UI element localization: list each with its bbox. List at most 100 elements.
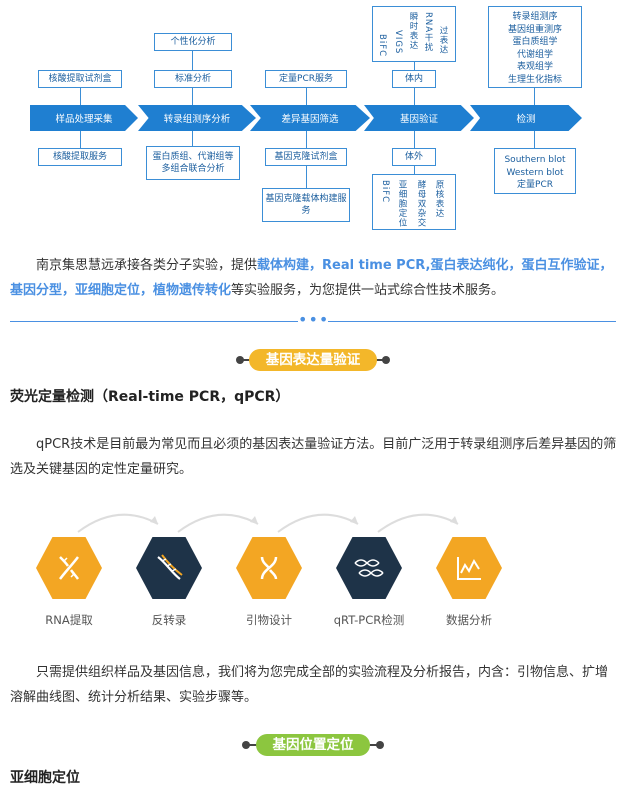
box-label: 体内	[404, 74, 423, 84]
method-label: 亚细胞定位	[397, 180, 407, 228]
clone-kit-box: 基因克隆试剂盒	[265, 148, 347, 166]
service-item: Southern blot	[504, 155, 566, 165]
method-label: 酵母双杂交	[416, 180, 426, 228]
box-label: 体外	[404, 152, 423, 162]
flow-step-detection: 检测	[470, 105, 582, 131]
flow-step-label: 差异基因筛选	[281, 114, 339, 125]
qrt-pcr-step	[336, 536, 402, 600]
service-item: 生理生化指标	[507, 74, 562, 85]
connector	[80, 131, 81, 148]
custom-analysis-box: 个性化分析	[154, 33, 232, 51]
clone-vector-box: 基因克隆载体构建服务	[262, 188, 350, 222]
flow-step-label: 基因验证	[399, 114, 438, 125]
flow-step-transcriptome: 转录组测序分析	[138, 105, 256, 131]
divider-dots: •••	[298, 310, 330, 329]
step-label: 数据分析	[446, 613, 492, 627]
note-text: 只需提供组织样品及基因信息，我们将为您完成全部的实验流程及分析报告，内含：引物信…	[10, 665, 609, 705]
connector	[306, 131, 307, 148]
box-label: 蛋白质组、代谢组等多组合联合分析	[152, 152, 234, 174]
blot-services-box: Southern blot Western blot 定量PCR	[494, 148, 576, 194]
qpcr-service-box: 定量PCR服务	[265, 70, 347, 88]
nucleic-service-box: 核酸提取服务	[38, 148, 122, 166]
badge-dot	[376, 741, 384, 749]
in-vitro-methods-box	[372, 174, 456, 230]
standard-analysis-box: 标准分析	[154, 70, 232, 88]
service-note: 只需提供组织样品及基因信息，我们将为您完成全部的实验流程及分析报告，内含：引物信…	[10, 660, 618, 710]
method-label: BiFC	[380, 180, 390, 204]
method-label: VIGS	[393, 30, 403, 55]
box-label: 基因克隆试剂盒	[274, 152, 338, 162]
box-label: 个性化分析	[170, 37, 216, 47]
service-item: 蛋白质组学	[512, 37, 558, 47]
box-label: 核酸提取试剂盒	[48, 74, 112, 84]
line-chart-icon	[457, 557, 481, 580]
connector	[192, 51, 193, 70]
qpcr-workflow: RNA提取 反转录 引物设计 qRT-PCR检测 数据分析	[0, 500, 626, 635]
method-label: RNA干扰	[423, 12, 433, 53]
service-item: 表观组学	[516, 62, 553, 72]
method-label: BiFC	[377, 34, 387, 58]
service-item: Western blot	[506, 167, 564, 178]
badge-dot	[242, 741, 250, 749]
connector	[306, 166, 307, 188]
highlight-text: 载体构建，	[257, 258, 323, 273]
service-item: 基因组重测序	[507, 24, 562, 35]
workflow-arrows	[77, 513, 459, 533]
service-item: 代谢组学	[516, 49, 553, 60]
badge-dot	[236, 356, 244, 364]
section-title: 荧光定量检测（Real-time PCR，qPCR）	[10, 389, 290, 405]
multiomics-box: 蛋白质组、代谢组等多组合联合分析	[146, 146, 240, 180]
intro-text: 南京集思慧远承接各类分子实验，提供	[36, 258, 258, 273]
in-vitro-box: 体外	[392, 148, 436, 166]
step-label: 引物设计	[246, 613, 292, 627]
section-badge-localization: 基因位置定位	[0, 734, 626, 756]
box-label: 标准分析	[174, 74, 211, 84]
flow-step-label: 转录组测序分析	[163, 114, 231, 125]
flow-step-label: 样品处理采集	[55, 114, 113, 125]
step-label: 反转录	[151, 613, 187, 627]
connector	[192, 88, 193, 105]
description-text: qPCR技术是目前最为常见而且必须的基因表达量验证方法。目前广泛用于转录组测序后…	[10, 437, 617, 477]
connector	[414, 88, 415, 105]
service-flow-diagram: 样品处理采集 转录组测序分析 差异基因筛选 基因验证 检测 核酸提取试剂盒 核酸…	[0, 0, 626, 232]
connector	[534, 131, 535, 148]
omics-services-box: 转录组测序 基因组重测序 蛋白质组学 代谢组学 表观组学 生理生化指标	[488, 6, 582, 88]
in-vivo-methods-box	[372, 6, 456, 62]
badge-dot	[382, 356, 390, 364]
section-badge-expression: 基因表达量验证	[0, 349, 626, 371]
primer-design-step	[236, 536, 302, 600]
connector	[306, 88, 307, 105]
dna-helix-icon	[59, 556, 80, 580]
nucleic-kit-box: 核酸提取试剂盒	[38, 70, 122, 88]
section-title: 亚细胞定位	[10, 770, 80, 786]
box-label: 定量PCR服务	[279, 74, 333, 84]
in-vivo-box: 体内	[392, 70, 436, 88]
badge-label: 基因位置定位	[256, 734, 370, 756]
highlight-text: 蛋白表达纯化，蛋白互作验证，基因分型，亚细胞定位，植物遗传转化	[10, 258, 613, 298]
flow-step-screening: 差异基因筛选	[250, 105, 370, 131]
reverse-transcription-step	[136, 536, 202, 600]
method-label: 原核表达	[434, 180, 444, 218]
connector	[80, 88, 81, 105]
highlight-text: Real time PCR,	[322, 258, 431, 273]
rna-extraction-step	[36, 536, 102, 600]
connector	[414, 62, 415, 70]
badge-label: 基因表达量验证	[249, 349, 377, 371]
step-label: RNA提取	[45, 613, 93, 627]
service-item: 定量PCR	[517, 180, 553, 190]
flow-step-sample: 样品处理采集	[30, 105, 138, 131]
flow-step-label: 检测	[516, 114, 536, 125]
step-label: qRT-PCR检测	[333, 613, 405, 627]
dna-chain-icon	[354, 559, 384, 577]
box-label: 核酸提取服务	[52, 152, 107, 162]
intro-paragraph: 南京集思慧远承接各类分子实验，提供载体构建，Real time PCR,蛋白表达…	[10, 253, 618, 303]
intro-text: 等实验服务，为您提供一站式综合性技术服务。	[231, 283, 505, 298]
connector	[534, 88, 535, 105]
connector	[414, 166, 415, 174]
method-label: 瞬时表达	[408, 12, 418, 50]
connector	[192, 131, 193, 146]
method-label: 过表达	[438, 26, 448, 55]
data-analysis-step	[436, 536, 502, 600]
flow-step-validation: 基因验证	[364, 105, 474, 131]
connector	[414, 131, 415, 148]
